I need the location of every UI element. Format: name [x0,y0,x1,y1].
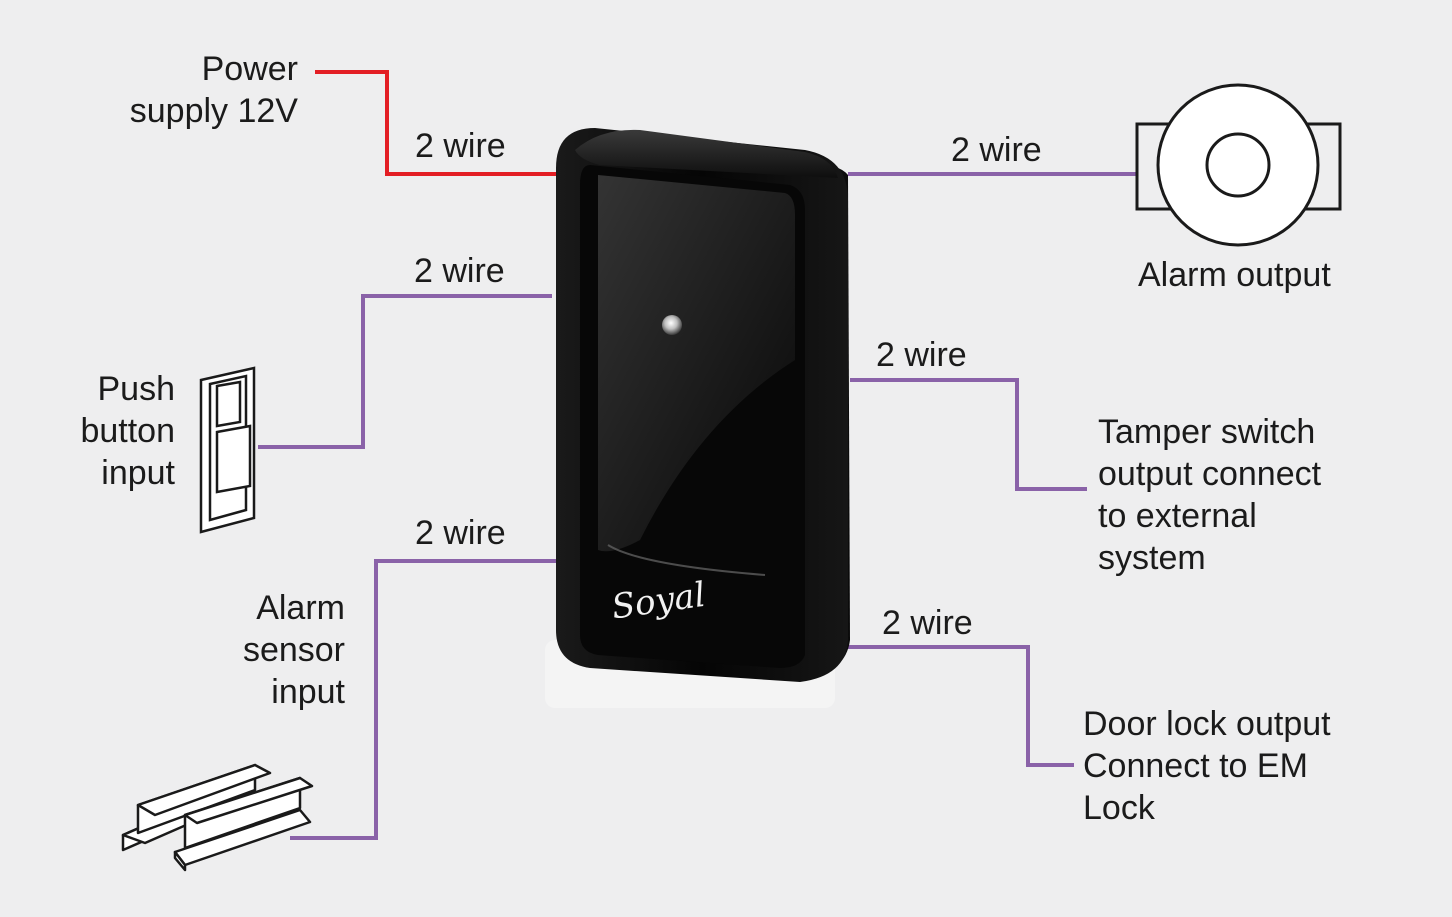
device-top [575,129,838,178]
tamper-wire [850,378,1087,491]
led-indicator [662,315,682,335]
siren-icon [1135,83,1342,247]
device-shine [598,175,795,552]
door-lock-wire [835,645,1074,767]
alarm-output-wire-count: 2 wire [951,131,1042,169]
alarm-sensor-wire [290,559,556,840]
alarm-output-label: Alarm output [1138,256,1331,294]
tamper-switch-label: Tamper switch output connect to external… [1098,413,1322,577]
power-wire-count: 2 wire [415,127,506,165]
push-button-icon [199,366,256,534]
alarm-sensor-label: Alarm sensor input [242,589,345,711]
push-button-wire-count: 2 wire [414,252,505,290]
magnetic-sensor-icon [121,763,314,872]
device-curve-highlight [607,544,766,576]
push-button-label: Push button input [80,370,175,492]
push-button-wire [258,294,552,449]
door-lock-label: Door lock output Connect to EM Lock [1083,705,1331,827]
power-wire [315,70,556,176]
power-supply-label: Power supply 12V [129,50,298,130]
alarm-sensor-wire-count: 2 wire [415,514,506,552]
door-lock-wire-count: 2 wire [882,604,973,642]
tamper-wire-count: 2 wire [876,336,967,374]
card-reader-device: Soyal [556,128,850,682]
